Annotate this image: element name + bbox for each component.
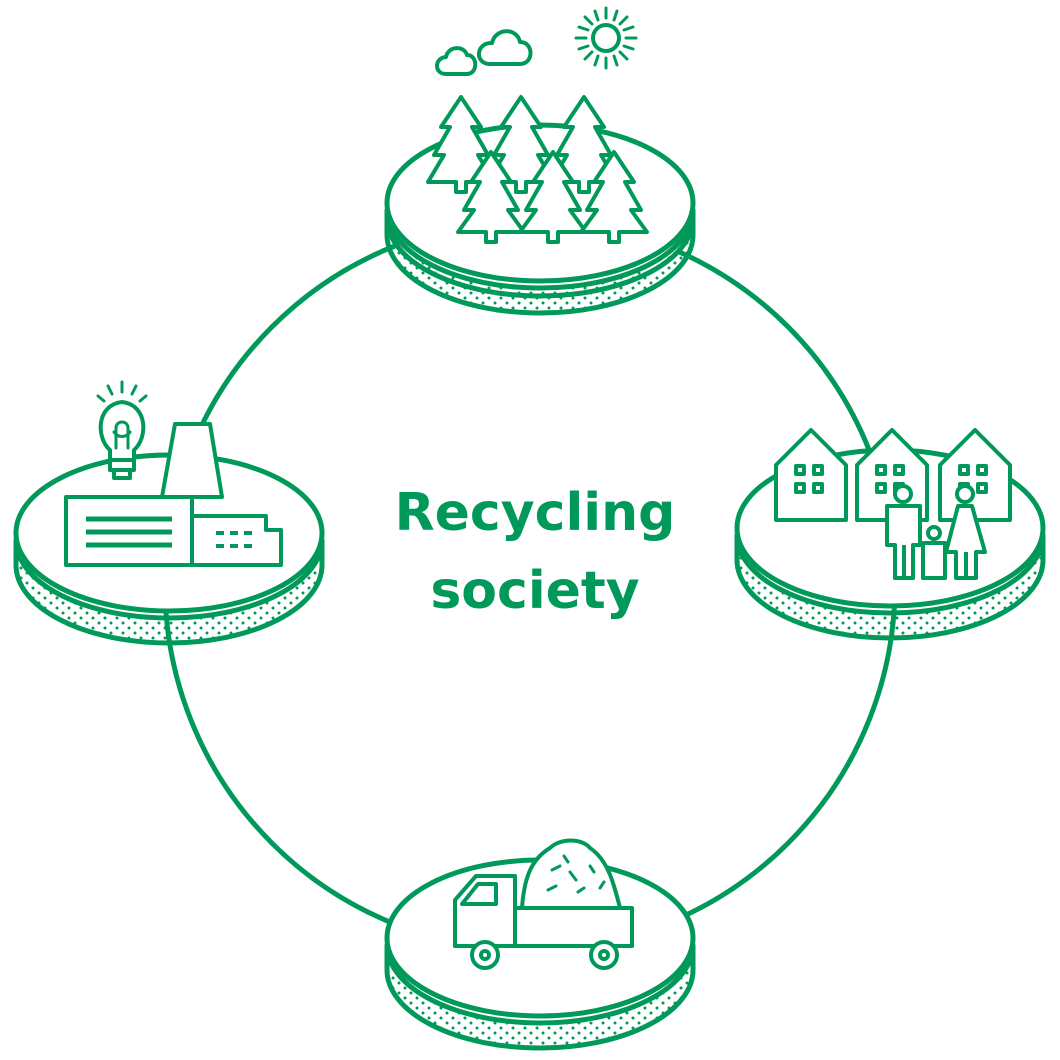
cloud-icon xyxy=(435,29,533,76)
residential-stage xyxy=(734,428,1046,641)
industry-stage xyxy=(13,380,325,646)
sun-icon xyxy=(574,6,638,70)
lightbulb-icon xyxy=(96,380,148,480)
transport-stage xyxy=(384,838,696,1051)
forest-icon xyxy=(426,95,649,244)
forest-stage xyxy=(384,6,696,316)
truck-icon xyxy=(453,838,634,970)
title-line-1: Recycling xyxy=(395,483,676,543)
houses-family-icon xyxy=(774,428,1012,580)
title-line-2: society xyxy=(430,561,639,621)
factory-icon xyxy=(64,422,283,567)
